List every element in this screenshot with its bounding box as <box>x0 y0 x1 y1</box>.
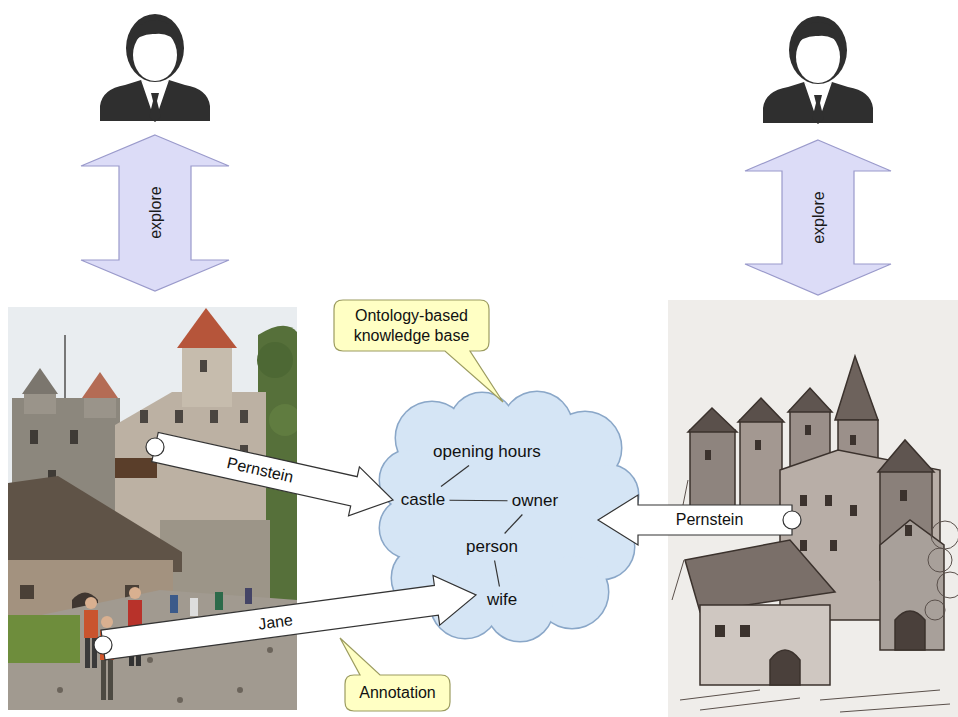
concept-label: person <box>466 537 518 557</box>
anchor-dot <box>783 511 801 529</box>
anchor-dot <box>146 438 164 456</box>
concept-term: person <box>464 536 520 559</box>
annotation-arrow: Jane <box>90 573 478 662</box>
concept-label: wife <box>487 590 517 610</box>
concept-term: opening hours <box>431 441 543 464</box>
anchor-dot <box>94 636 112 654</box>
relation-line <box>441 466 469 487</box>
person-icon <box>100 14 210 122</box>
relation-line <box>450 500 508 502</box>
concept-label: owner <box>512 491 558 511</box>
concept-term: wife <box>485 589 520 612</box>
callout-box: Ontology-based knowledge base <box>334 300 489 351</box>
arrow-outline <box>101 576 476 660</box>
arrow-outline <box>152 432 393 515</box>
callout-box: Annotation <box>345 675 450 711</box>
concept-term: owner <box>510 490 561 513</box>
callout-outline <box>340 638 450 711</box>
double-arrow-outline <box>81 135 229 291</box>
relation-line <box>495 561 500 587</box>
concept-label: opening hours <box>433 442 541 462</box>
annotation-arrow: Pernstein <box>596 493 805 547</box>
concept-term: castle <box>399 489 448 512</box>
arrow-outline <box>598 495 792 545</box>
callout-text: Ontology-based knowledge base <box>342 306 481 344</box>
explore-label: explore <box>145 187 164 239</box>
callout-outline <box>334 300 503 402</box>
annotation-label: Pernstein <box>676 510 744 529</box>
person-icon <box>763 16 873 124</box>
explore-arrow: explore <box>81 135 229 291</box>
concept-label: castle <box>401 490 445 510</box>
callout-text: Annotation <box>359 683 436 702</box>
relation-line <box>505 515 523 534</box>
annotation-arrow: Pernstein <box>142 430 395 518</box>
double-arrow-outline <box>745 140 891 295</box>
explore-label: explore <box>808 191 827 243</box>
explore-arrow: explore <box>745 140 891 295</box>
